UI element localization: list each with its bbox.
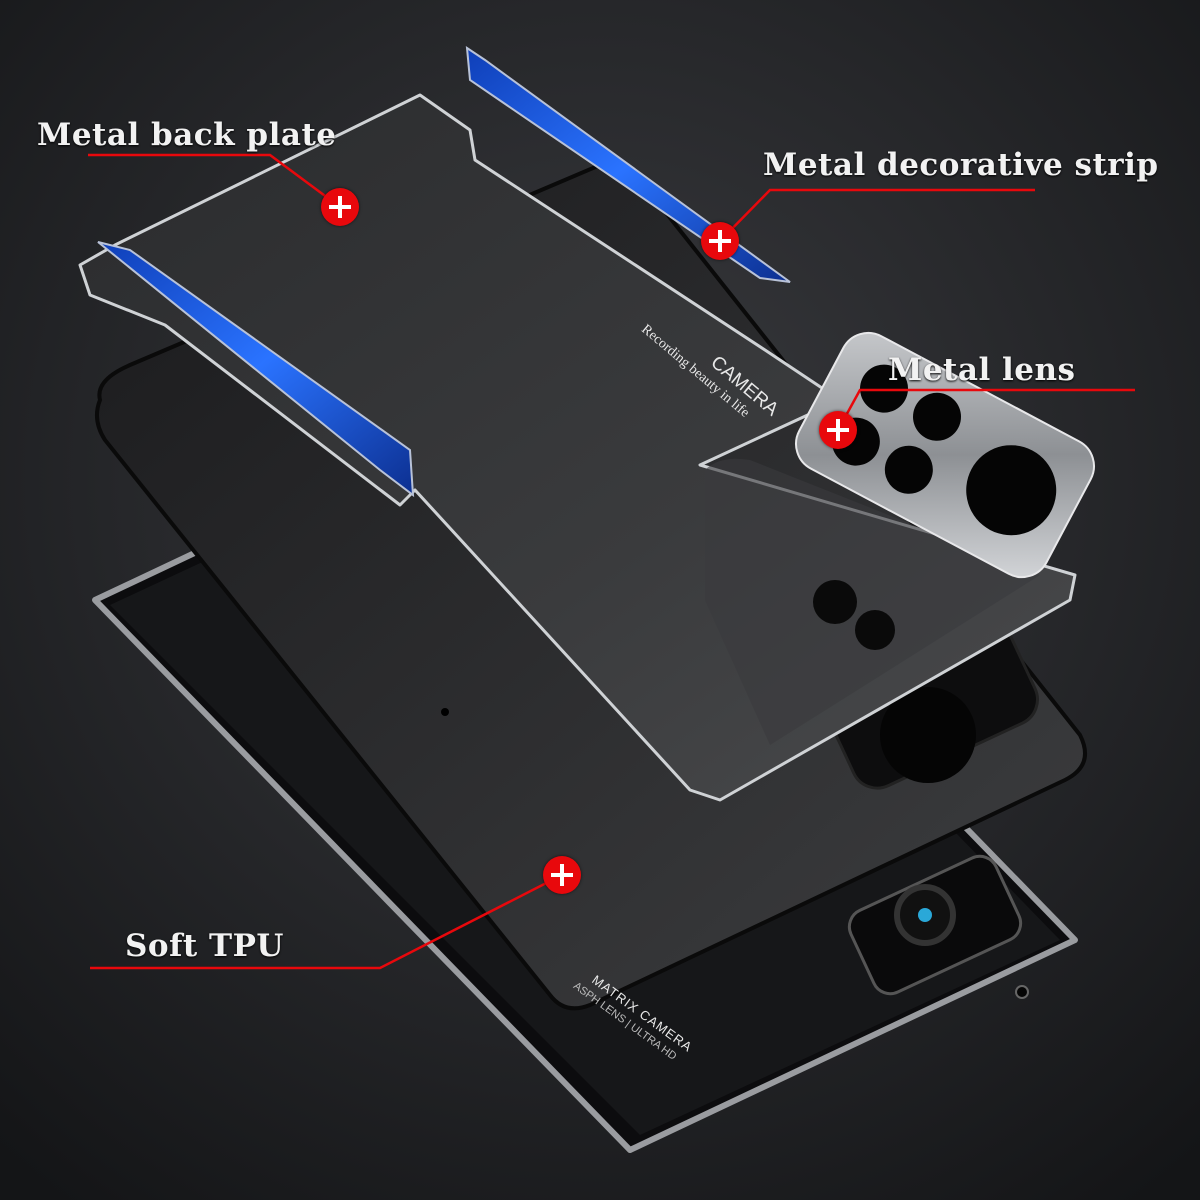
metal-back-plate	[78, 93, 1077, 802]
hotspot-plus-icon-tpu[interactable]	[543, 856, 581, 894]
metal-lens	[795, 331, 1095, 579]
callout-metal-decorative-strip: Metal decorative strip	[763, 147, 1159, 183]
callout-metal-back-plate: Metal back plate	[37, 117, 337, 153]
hotspot-plus-icon-strip[interactable]	[701, 222, 739, 260]
metal-decorative-strip-left	[97, 241, 415, 498]
callout-metal-lens: Metal lens	[888, 352, 1076, 388]
metal-decorative-strip	[465, 46, 791, 283]
callout-soft-tpu: Soft TPU	[125, 928, 284, 964]
hotspot-plus-icon-lens[interactable]	[819, 411, 857, 449]
hotspot-plus-icon-back-plate[interactable]	[321, 188, 359, 226]
